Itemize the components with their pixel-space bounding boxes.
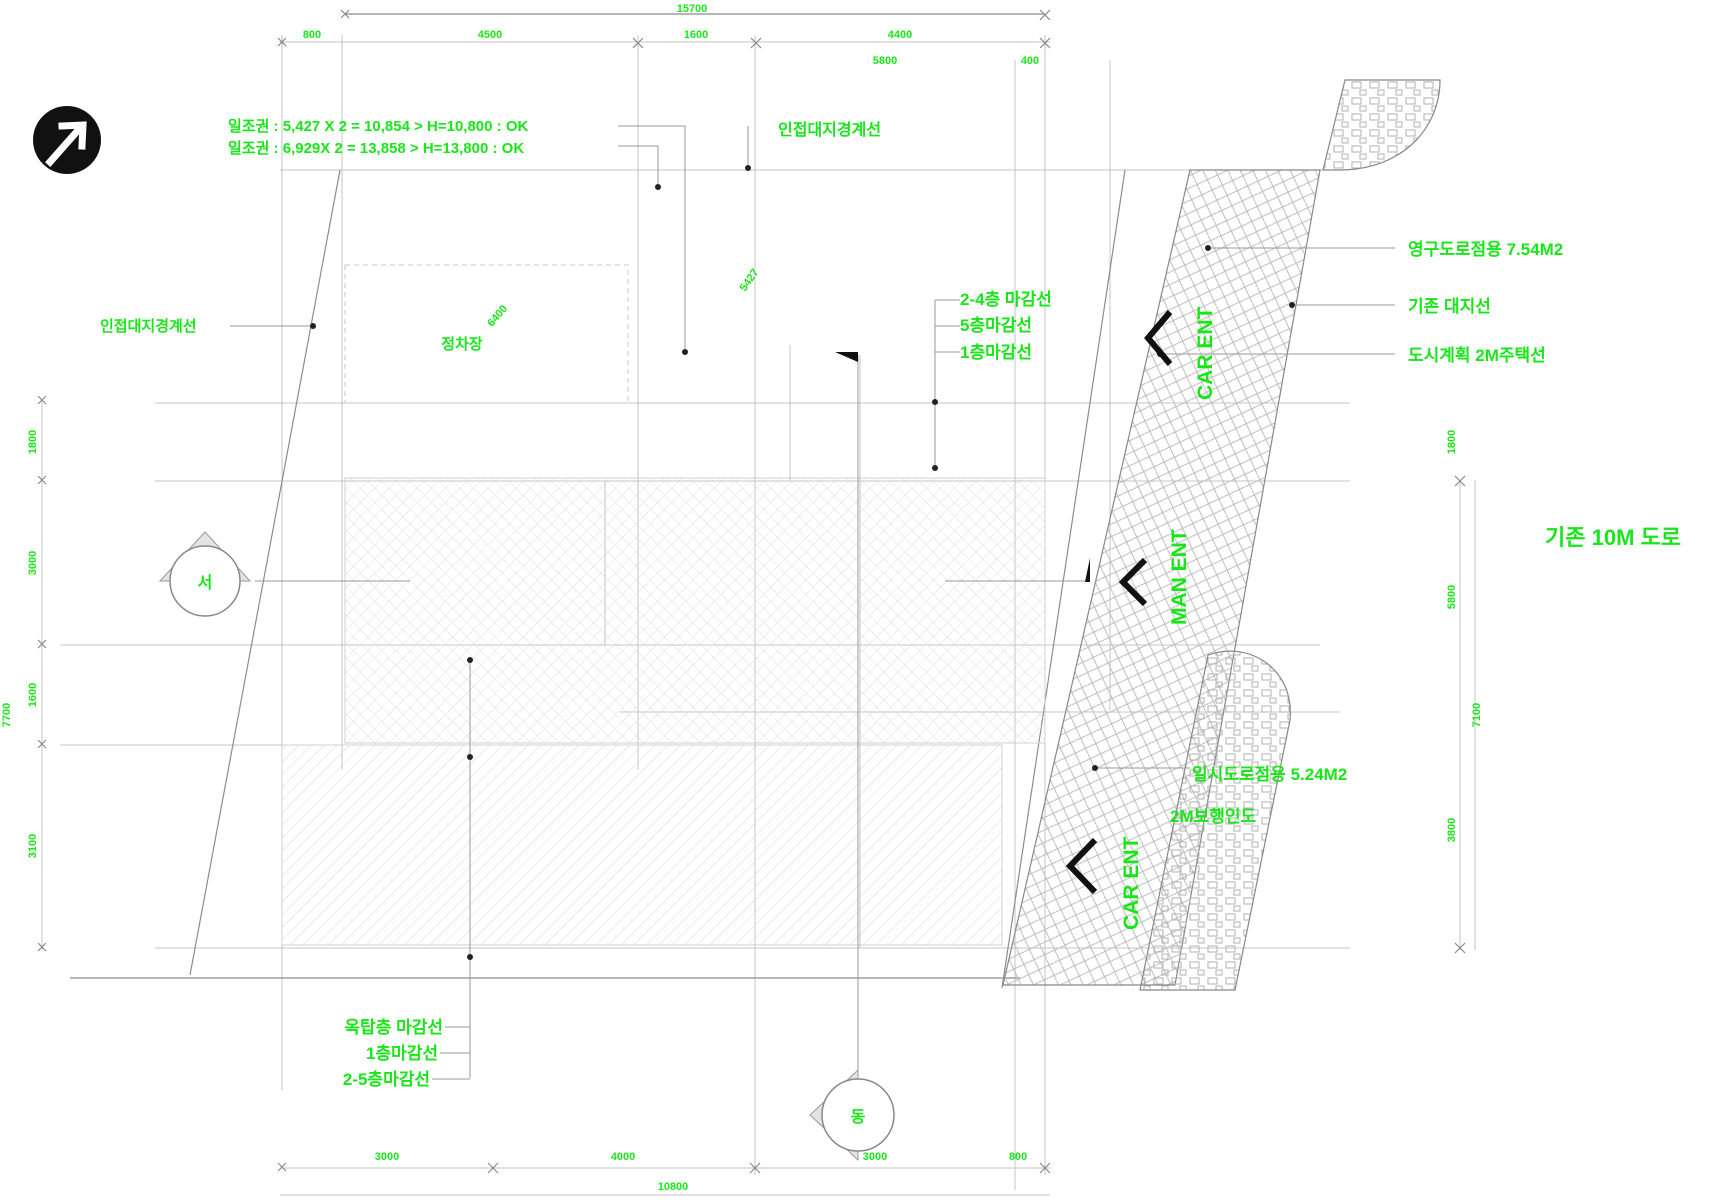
north-arrow-icon (33, 106, 101, 174)
dim-top-2: 4500 (478, 29, 502, 41)
building-footprint (281, 264, 1046, 948)
dim-bottom-4: 800 (1009, 1151, 1027, 1163)
dim-top-sub-2: 400 (1021, 55, 1039, 67)
existing-road-label: 기존 10M 도로 (1545, 525, 1681, 550)
top-dimensions: 15700 800 4500 1600 4400 5800 400 (303, 3, 1039, 67)
right-dimensions: 1800 5800 7100 3800 (1446, 430, 1483, 842)
dim-top-4: 4400 (888, 29, 912, 41)
dim-bottom-2: 4000 (611, 1151, 635, 1163)
dim-right-1: 1800 (1446, 430, 1458, 454)
section-south-label: 동 (851, 1108, 866, 1126)
road-area (1002, 79, 1441, 991)
dim-bottom-1: 3000 (375, 1151, 399, 1163)
finish-line-1-top: 1층마감선 (960, 343, 1032, 362)
dim-right-4: 3800 (1446, 818, 1458, 842)
finish-line-2-4: 2-4층 마감선 (960, 290, 1052, 309)
car-entrance-bottom: CAR ENT (1120, 836, 1143, 930)
flag-marker (1085, 558, 1090, 582)
diag-dim-2: 5427 (738, 267, 762, 294)
dim-left-1: 1800 (27, 430, 39, 454)
diag-dim-1: 6400 (485, 303, 510, 329)
road-occupancy-permanent: 영구도로점용 7.54M2 (1408, 240, 1563, 259)
leader-lines (230, 125, 1395, 1130)
car-entrance-top: CAR ENT (1194, 306, 1217, 400)
dim-left-3: 1600 (27, 683, 39, 707)
dim-left-4: 3100 (27, 834, 39, 858)
calc-line-2: 일조권 : 6,929X 2 = 13,858 > H=13,800 : OK (228, 139, 524, 157)
dim-top-total: 15700 (677, 3, 708, 15)
sidewalk-label: 2M보행인도 (1170, 807, 1257, 826)
calc-line-1: 일조권 : 5,427 X 2 = 10,854 > H=10,800 : OK (228, 117, 528, 135)
dim-top-sub-1: 5800 (873, 55, 897, 67)
city-plan-line: 도시계획 2M주택선 (1408, 346, 1546, 365)
road-occupancy-temporary: 일시도로점용 5.24M2 (1192, 765, 1347, 784)
dim-right-2: 5800 (1446, 585, 1458, 609)
section-marker-west: 서 (158, 531, 252, 617)
dim-bottom-3: 3000 (863, 1151, 887, 1163)
flag-marker (835, 352, 858, 362)
existing-site-line: 기존 대지선 (1408, 297, 1491, 316)
rooftop-finish-line: 옥탑층 마감선 (344, 1017, 443, 1037)
finish-line-1-bottom: 1층마감선 (366, 1044, 438, 1063)
section-west-label: 서 (198, 574, 213, 592)
dim-bottom-total: 10800 (658, 1181, 689, 1193)
left-dimensions: 1800 3000 1600 3100 7700 (1, 430, 39, 858)
dim-left-2: 3000 (27, 551, 39, 575)
dim-top-3: 1600 (684, 29, 708, 41)
dim-top-1: 800 (303, 29, 321, 41)
pedestrian-entrance: MAN ENT (1168, 529, 1191, 625)
dimension-ticks (37, 9, 1466, 1174)
leader-dots (310, 165, 1295, 960)
neighbor-boundary-top: 인접대지경계선 (778, 120, 881, 139)
dim-right-3: 7100 (1471, 703, 1483, 727)
neighbor-boundary-left: 인접대지경계선 (100, 317, 197, 335)
finish-line-2-5: 2-5층마감선 (343, 1070, 430, 1089)
parking-label: 정차장 (441, 335, 483, 353)
dim-left-total: 7700 (1, 703, 13, 727)
bottom-dimensions: 3000 4000 3000 800 10800 (375, 1151, 1027, 1193)
section-marker-south: 동 (809, 1068, 895, 1162)
entry-chevron-icon (1065, 310, 1173, 895)
finish-line-5: 5층마감선 (960, 316, 1032, 335)
